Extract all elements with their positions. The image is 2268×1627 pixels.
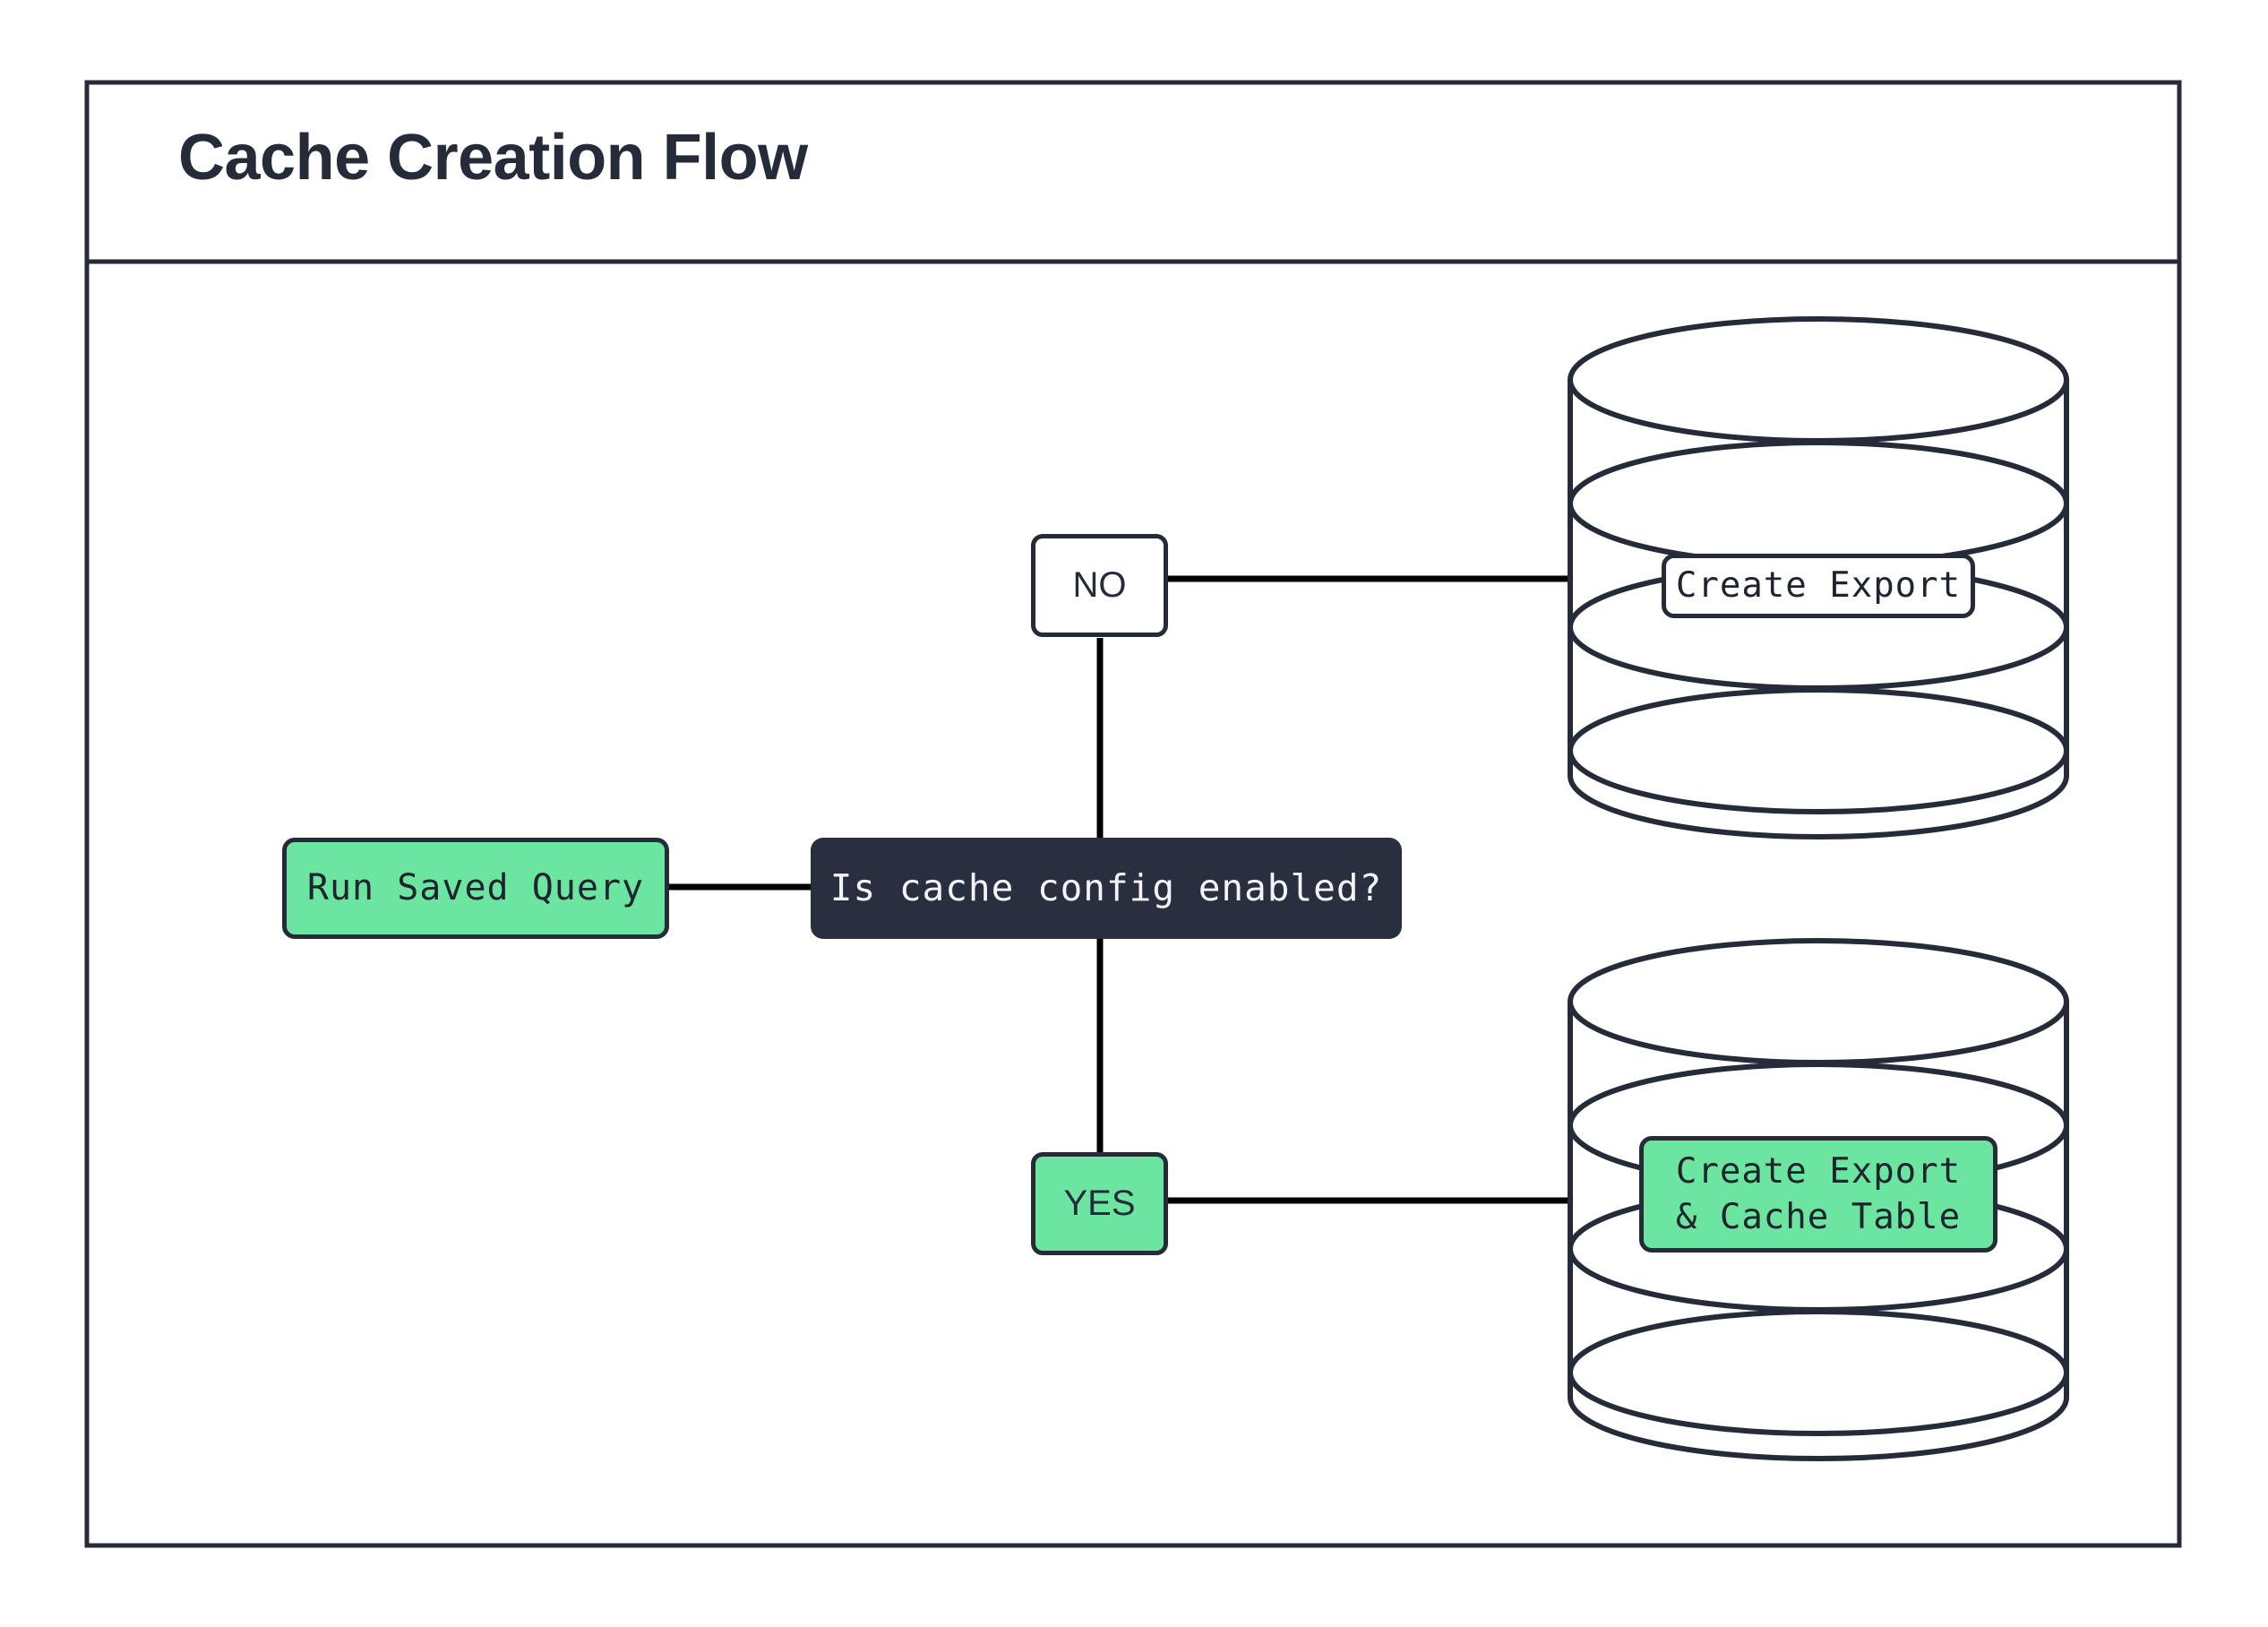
node-create-export-and-cache-table[interactable]: Create Export & Cache Table: [1639, 1136, 1997, 1253]
edge-label-no[interactable]: NO: [1031, 534, 1168, 637]
node-is-cache-config-enabled[interactable]: Is cache config enabled?: [811, 838, 1402, 939]
node-run-saved-query[interactable]: Run Saved Query: [282, 838, 669, 939]
diagram-frame: [84, 80, 2182, 1548]
diagram-title: Cache Creation Flow: [178, 122, 808, 194]
edge-label-yes[interactable]: YES: [1031, 1152, 1168, 1255]
node-create-export[interactable]: Create Export: [1662, 554, 1975, 618]
